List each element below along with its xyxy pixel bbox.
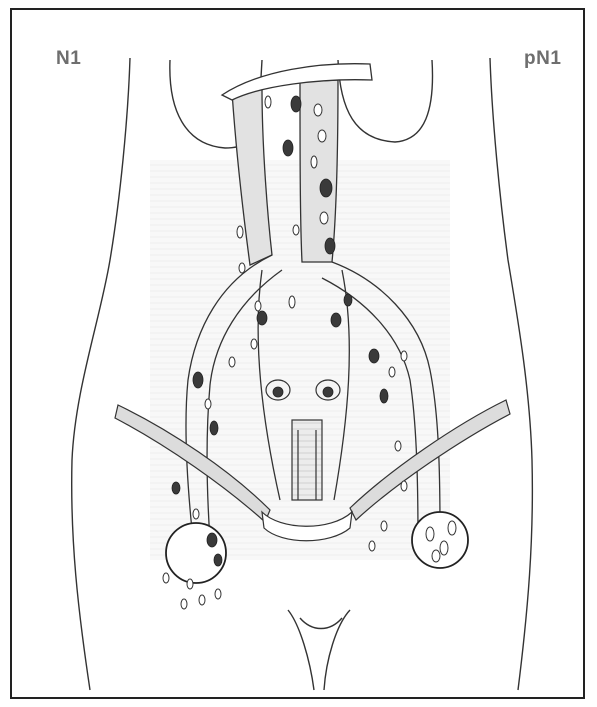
dark-lymph-node (210, 421, 218, 435)
open-lymph-node (205, 399, 211, 409)
open-lymph-node (311, 156, 317, 168)
open-lymph-node (401, 481, 407, 491)
open-lymph-node (251, 339, 257, 349)
dark-lymph-node (344, 294, 352, 306)
femoral-ring-left (166, 523, 226, 583)
dark-lymph-node (320, 179, 332, 197)
open-lymph-node (163, 573, 169, 583)
open-lymph-node (289, 296, 295, 308)
dark-lymph-node (331, 313, 341, 327)
dark-lymph-node (380, 389, 388, 403)
dark-lymph-node (291, 96, 301, 112)
open-lymph-node (389, 367, 395, 377)
genital-fold (300, 618, 342, 629)
dark-lymph-node (325, 238, 335, 254)
penis-outline (288, 610, 350, 690)
open-lymph-node (181, 599, 187, 609)
dark-lymph-node (283, 140, 293, 156)
body-right-contour (490, 58, 532, 690)
dark-lymph-node (369, 349, 379, 363)
dark-lymph-node (257, 311, 267, 325)
open-lymph-node (320, 212, 328, 224)
open-lymph-node (440, 541, 448, 555)
open-lymph-node (239, 263, 245, 273)
open-lymph-node (318, 130, 326, 142)
open-lymph-node (381, 521, 387, 531)
open-lymph-node (215, 589, 221, 599)
dark-lymph-node (214, 554, 222, 566)
open-lymph-node (193, 509, 199, 519)
open-lymph-node (237, 226, 243, 238)
open-lymph-node (265, 96, 271, 108)
dark-lymph-node (207, 533, 217, 547)
open-lymph-node (395, 441, 401, 451)
open-lymph-node (229, 357, 235, 367)
open-lymph-node (426, 527, 434, 541)
open-lymph-node (401, 351, 407, 361)
open-lymph-node (432, 550, 440, 562)
open-lymph-node (448, 521, 456, 535)
dark-lymph-node (323, 387, 333, 397)
renal-vessel-top (222, 64, 372, 100)
open-lymph-node (369, 541, 375, 551)
open-lymph-node (187, 579, 193, 589)
open-lymph-node (255, 301, 261, 311)
open-lymph-node (314, 104, 322, 116)
body-left-contour (72, 58, 130, 690)
dark-lymph-node (172, 482, 180, 494)
prostate (292, 420, 322, 500)
dark-lymph-node (193, 372, 203, 388)
dark-lymph-node (273, 387, 283, 397)
femoral-ring-right (412, 512, 468, 568)
open-lymph-node (199, 595, 205, 605)
open-lymph-node (293, 225, 299, 235)
